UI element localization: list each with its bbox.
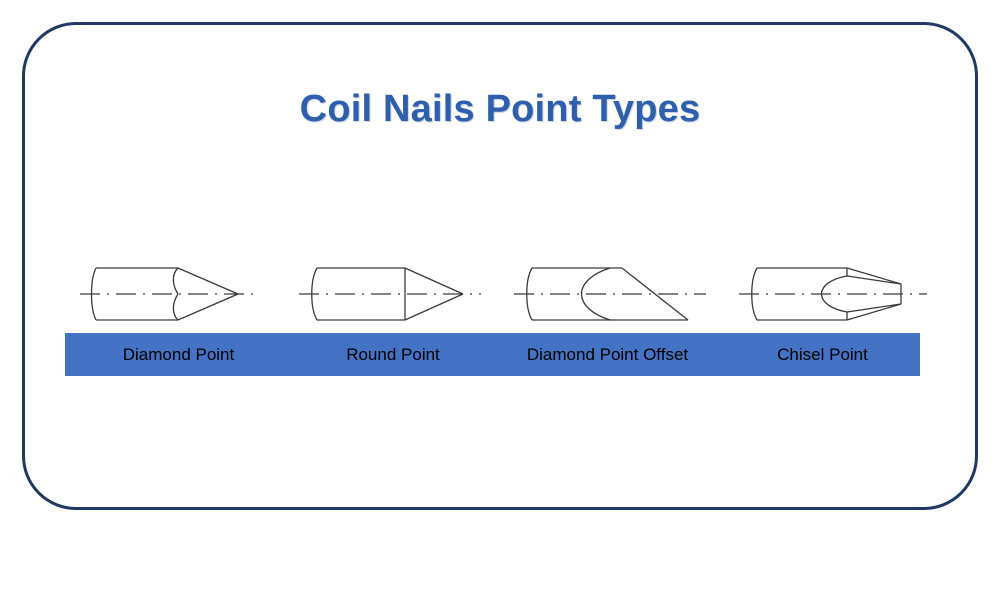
diamond-point-nail-svg <box>80 267 254 321</box>
diamond-point-offset-nail-diagram <box>510 248 725 340</box>
diamond-point-nail-diagram <box>78 248 278 340</box>
shoulder-curve-bottom <box>172 293 179 321</box>
page-title: Coil Nails Point Types <box>299 88 701 130</box>
tip-lower-facet <box>404 293 464 321</box>
inner-taper-lower-edge <box>846 303 902 313</box>
tip-lower-facet <box>177 293 239 321</box>
frame-corner-notch <box>54 509 67 522</box>
tip-upper-facet <box>177 267 239 295</box>
label-diamond-point: Diamond Point <box>122 345 235 364</box>
chisel-point-nail-diagram <box>735 248 940 340</box>
nail-diagram-row <box>60 248 940 340</box>
inner-taper-upper-edge <box>846 275 902 285</box>
taper-upper-edge <box>846 267 902 285</box>
tip-upper-facet <box>404 267 464 295</box>
label-chisel-point: Chisel Point <box>777 345 868 364</box>
shoulder-curve-top <box>172 267 179 295</box>
round-point-nail-svg <box>299 267 481 321</box>
round-point-nail-diagram <box>295 248 495 340</box>
diamond-point-offset-nail-svg <box>514 267 706 321</box>
slide-frame <box>22 22 978 522</box>
nail-type-label-bar: Diamond Point Round Point Diamond Point … <box>65 333 920 376</box>
inner-parabolic-face <box>581 267 611 321</box>
label-diamond-point-offset: Diamond Point Offset <box>526 345 689 364</box>
taper-lower-edge <box>846 303 902 321</box>
chisel-point-nail-svg <box>739 267 927 321</box>
offset-bevel-edge <box>621 267 689 321</box>
label-round-point: Round Point <box>346 345 440 364</box>
